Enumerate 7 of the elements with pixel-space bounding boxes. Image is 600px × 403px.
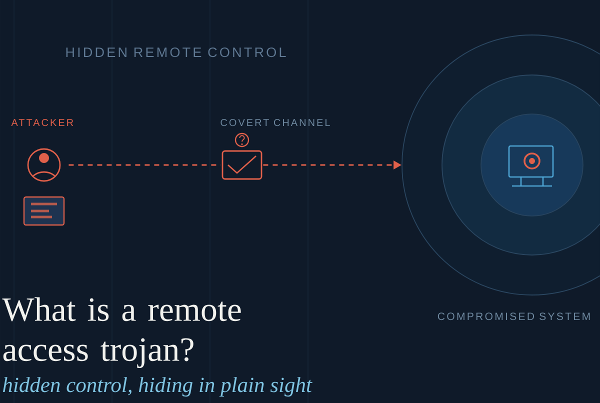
section-label: COMPROMISED SYSTEM	[438, 312, 590, 320]
subtitle: hidden control, hiding in plain sight	[3, 377, 312, 397]
section-label: ATTACKER	[11, 119, 74, 126]
title: What is a remote access trojan?	[2, 297, 241, 368]
section-label: COVERT CHANNEL	[220, 119, 330, 126]
header-text: HIDDEN REMOTE CONTROL	[66, 48, 286, 58]
dashed-line	[68, 164, 221, 166]
